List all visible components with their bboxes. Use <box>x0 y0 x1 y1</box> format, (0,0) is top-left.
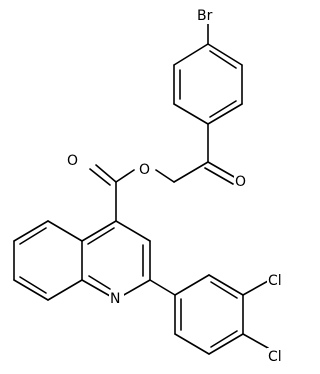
atom-o-carbonyl: O <box>66 152 80 169</box>
bond-quinoline-dichlorophenyl <box>149 279 176 296</box>
bond-quinoline-double-3 <box>87 227 115 245</box>
atom-n-label: N <box>110 291 120 307</box>
bond-benzo-1 <box>47 220 83 242</box>
bond-carbonyl-o-double <box>89 168 111 186</box>
bond-quinoline-1 <box>115 220 151 242</box>
atom-o-ester-label: O <box>139 162 150 178</box>
atom-o-carbonyl-label: O <box>67 153 78 169</box>
quinoline-pyridine-ring <box>81 220 151 297</box>
bond-ketone-o-double <box>204 167 234 185</box>
atom-o-ester: O <box>138 161 152 178</box>
bond-benzo-4 <box>13 279 49 301</box>
atom-o-ketone: O <box>234 173 248 190</box>
bond-benzo-2 <box>13 220 49 242</box>
bond-dichlorophenyl-4 <box>208 333 244 355</box>
bond-c-cl-upper <box>242 280 269 296</box>
bond-quinoline-6 <box>81 220 117 242</box>
bond-ketone-ch2 <box>173 161 209 183</box>
atom-br-label: Br <box>197 8 213 24</box>
bond-dichlorophenyl-double-2 <box>210 330 238 348</box>
molecule-structure-canvas: Br O O O N Cl Cl <box>13 7 289 365</box>
bond-carbonyl-o <box>95 164 117 183</box>
bond-dichlorophenyl-1 <box>174 274 210 296</box>
atom-cl-lower-label: Cl <box>268 349 282 365</box>
bond-quinoline-4 <box>81 279 111 297</box>
bond-bromophenyl-4 <box>207 103 243 125</box>
bond-quinoline-double-2 <box>88 275 111 290</box>
atom-br: Br <box>196 7 222 24</box>
bond-ketone-o <box>207 161 237 179</box>
bond-dichlorophenyl-5 <box>174 333 210 355</box>
bond-bromophenyl-6 <box>207 43 243 66</box>
atom-n: N <box>109 290 124 307</box>
bond-bromophenyl-double-3 <box>209 50 237 69</box>
atom-cl-lower: Cl <box>267 348 289 365</box>
bond-c-cl-lower <box>242 333 269 349</box>
dichlorophenyl-ring <box>174 274 244 355</box>
bromophenyl-ring <box>173 43 243 125</box>
bond-benzo-double-1 <box>19 227 47 245</box>
bond-o-carbonyl <box>115 169 135 183</box>
bond-dichlorophenyl-2 <box>208 274 244 296</box>
bond-ch2-o <box>155 169 175 183</box>
bond-bromophenyl-1 <box>173 43 209 66</box>
bond-benzo-double-2 <box>19 276 47 294</box>
bond-quinoline-3 <box>121 279 151 297</box>
bond-bromophenyl-double-2 <box>209 100 237 118</box>
atom-o-ketone-label: O <box>235 174 246 190</box>
bond-dichlorophenyl-double-1 <box>210 281 238 299</box>
bond-bromophenyl-3 <box>173 103 209 125</box>
quinoline-benzo-ring <box>13 220 83 301</box>
molecule-structure-svg: Br O O O N Cl Cl <box>13 7 289 365</box>
bond-benzo-5 <box>47 279 83 301</box>
atom-cl-upper: Cl <box>267 272 289 289</box>
atom-cl-upper-label: Cl <box>268 273 282 289</box>
